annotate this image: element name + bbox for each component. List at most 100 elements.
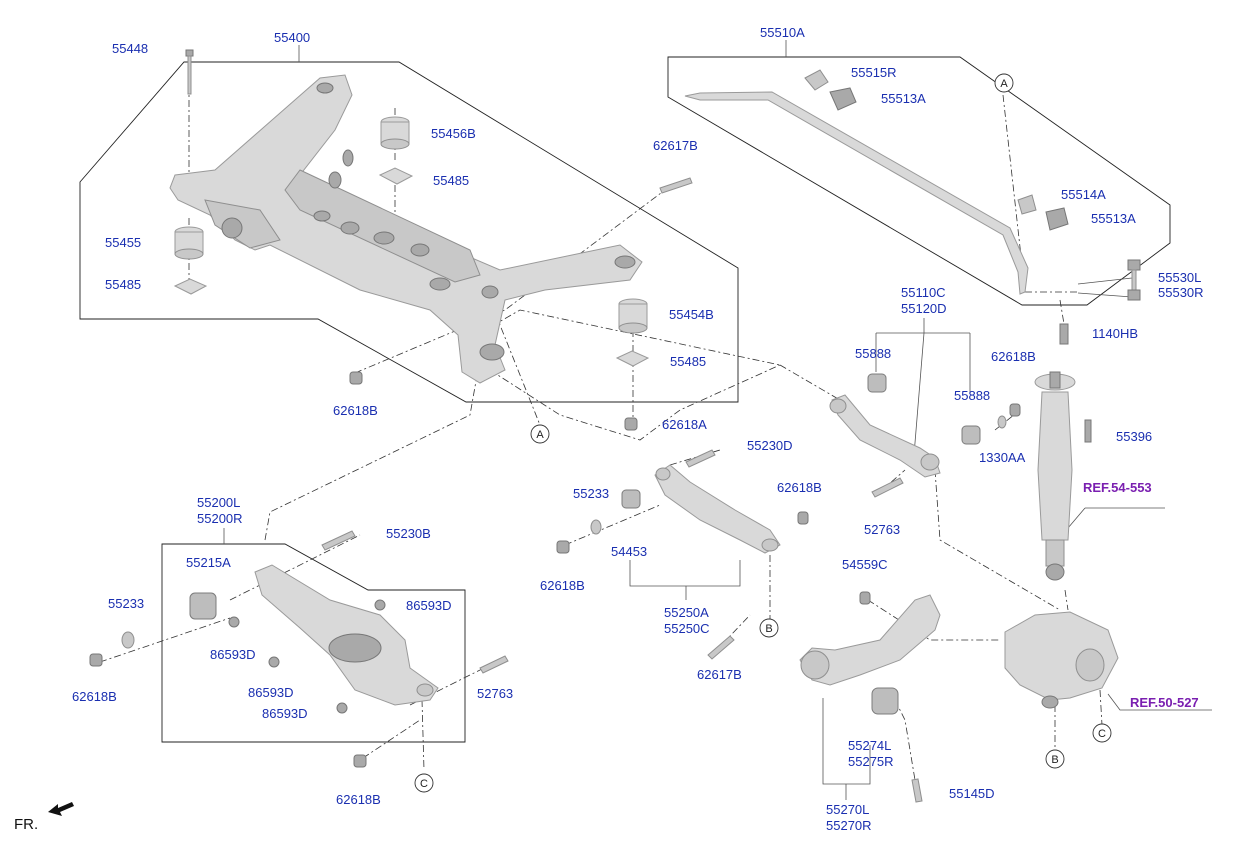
label-62618B-subframe[interactable]: 62618B [333, 403, 378, 418]
label-55275R[interactable]: 55275R [848, 754, 894, 769]
label-55200R[interactable]: 55200R [197, 511, 243, 526]
stabilizer-link[interactable] [1127, 259, 1141, 301]
label-55448[interactable]: 55448 [112, 41, 148, 56]
label-55270R[interactable]: 55270R [826, 818, 872, 833]
bushing-54453[interactable] [621, 489, 641, 509]
label-62617B-lower[interactable]: 62617B [697, 667, 742, 682]
label-55145D[interactable]: 55145D [949, 786, 995, 801]
bushing-55454B[interactable] [618, 298, 648, 334]
callout-A-subframe[interactable]: A [530, 424, 550, 444]
label-54453[interactable]: 54453 [611, 544, 647, 559]
label-55454B[interactable]: 55454B [669, 307, 714, 322]
lower-arm-55200L[interactable] [254, 564, 439, 706]
label-86593D-3[interactable]: 86593D [248, 685, 294, 700]
nut-62618A[interactable] [624, 417, 638, 431]
label-55510A[interactable]: 55510A [760, 25, 805, 40]
label-55530R[interactable]: 55530R [1158, 285, 1204, 300]
label-55200L[interactable]: 55200L [197, 495, 240, 510]
callout-C-knuckle[interactable]: C [1092, 723, 1112, 743]
label-62618B-lower-left[interactable]: 62618B [72, 689, 117, 704]
bolt-55448[interactable] [185, 49, 194, 95]
label-55215A[interactable]: 55215A [186, 555, 231, 570]
nut-62618B-upper-arm[interactable] [1009, 403, 1021, 417]
washer-55233-link[interactable] [590, 519, 602, 535]
bolt-55230D[interactable] [685, 449, 716, 468]
label-86593D-1[interactable]: 86593D [406, 598, 452, 613]
nut-62618B-subframe[interactable] [349, 371, 363, 385]
label-55400[interactable]: 55400 [274, 30, 310, 45]
label-55396[interactable]: 55396 [1116, 429, 1152, 444]
bolt-52763-upper[interactable] [871, 477, 904, 498]
bushing-55888-lower[interactable] [961, 425, 981, 445]
bolt-62617B-lower[interactable] [707, 635, 735, 660]
bolt-1140HB[interactable] [1059, 323, 1069, 345]
callout-C-lower-arm[interactable]: C [414, 773, 434, 793]
bolt-52763-lower[interactable] [479, 655, 509, 674]
label-55485-right[interactable]: 55485 [670, 354, 706, 369]
upper-arm-55110C[interactable] [829, 394, 941, 478]
washer-55485-right[interactable] [615, 350, 650, 367]
bushing-55215A[interactable] [189, 592, 217, 620]
label-55250A[interactable]: 55250A [664, 605, 709, 620]
label-62617B-upper[interactable]: 62617B [653, 138, 698, 153]
bolt-55396[interactable] [1084, 419, 1092, 443]
label-55530L[interactable]: 55530L [1158, 270, 1201, 285]
label-55485-upper[interactable]: 55485 [433, 173, 469, 188]
bushing-55888-upper[interactable] [867, 373, 887, 393]
nut-62618B-lower-bottom[interactable] [353, 754, 367, 768]
callout-A-stabilizer[interactable]: A [994, 73, 1014, 93]
clips-86593D[interactable] [228, 599, 386, 714]
nut-54559C[interactable] [859, 591, 871, 605]
label-62618A[interactable]: 62618A [662, 417, 707, 432]
label-52763-lower[interactable]: 52763 [477, 686, 513, 701]
washer-1330AA[interactable] [997, 415, 1007, 429]
label-55456B[interactable]: 55456B [431, 126, 476, 141]
label-62618B-link-right[interactable]: 62618B [777, 480, 822, 495]
callout-B-link[interactable]: B [759, 618, 779, 638]
label-1140HB[interactable]: 1140HB [1092, 326, 1138, 341]
label-55274L[interactable]: 55274L [848, 738, 891, 753]
washer-55485-left[interactable] [173, 278, 208, 295]
callout-B-knuckle[interactable]: B [1045, 749, 1065, 769]
rear-subframe[interactable] [169, 74, 643, 384]
bushing-55274L[interactable] [871, 687, 899, 715]
label-55515R[interactable]: 55515R [851, 65, 897, 80]
label-62618B-lower-bottom[interactable]: 62618B [336, 792, 381, 807]
label-55110C[interactable]: 55110C [901, 285, 946, 300]
label-ref-54-553[interactable]: REF.54-553 [1083, 480, 1152, 495]
label-55230B[interactable]: 55230B [386, 526, 431, 541]
label-55888-lower[interactable]: 55888 [954, 388, 990, 403]
label-55513A-lower[interactable]: 55513A [1091, 211, 1136, 226]
bushing-55455[interactable] [174, 226, 204, 260]
nut-62618B-lower-left[interactable] [89, 653, 103, 667]
label-54559C[interactable]: 54559C [842, 557, 888, 572]
shock-absorber[interactable] [1034, 371, 1076, 581]
label-62618B-upper-arm[interactable]: 62618B [991, 349, 1036, 364]
label-55120D[interactable]: 55120D [901, 301, 947, 316]
label-86593D-2[interactable]: 86593D [210, 647, 256, 662]
stabilizer-bar[interactable] [684, 69, 1069, 295]
label-55485-left[interactable]: 55485 [105, 277, 141, 292]
bolt-62617B-upper[interactable] [659, 177, 693, 194]
trailing-arm-55270L[interactable] [799, 594, 941, 686]
label-62618B-link-left[interactable]: 62618B [540, 578, 585, 593]
label-55455[interactable]: 55455 [105, 235, 141, 250]
label-ref-50-527[interactable]: REF.50-527 [1130, 695, 1199, 710]
washer-55485-upper[interactable] [378, 167, 414, 185]
bushing-55456B[interactable] [380, 116, 410, 150]
washer-55233-lower[interactable] [121, 631, 135, 649]
trailing-link-55250A[interactable] [654, 464, 781, 554]
label-55233-link[interactable]: 55233 [573, 486, 609, 501]
label-86593D-4[interactable]: 86593D [262, 706, 308, 721]
label-55233-lower[interactable]: 55233 [108, 596, 144, 611]
label-55250C[interactable]: 55250C [664, 621, 710, 636]
label-55514A[interactable]: 55514A [1061, 187, 1106, 202]
label-55270L[interactable]: 55270L [826, 802, 869, 817]
nut-62618B-link-left[interactable] [556, 540, 570, 554]
label-55888-upper[interactable]: 55888 [855, 346, 891, 361]
label-52763-upper[interactable]: 52763 [864, 522, 900, 537]
label-55513A-upper[interactable]: 55513A [881, 91, 926, 106]
rear-knuckle[interactable] [1004, 611, 1119, 709]
nut-62618B-link-right[interactable] [797, 511, 809, 525]
bolt-55230B[interactable] [321, 530, 356, 551]
